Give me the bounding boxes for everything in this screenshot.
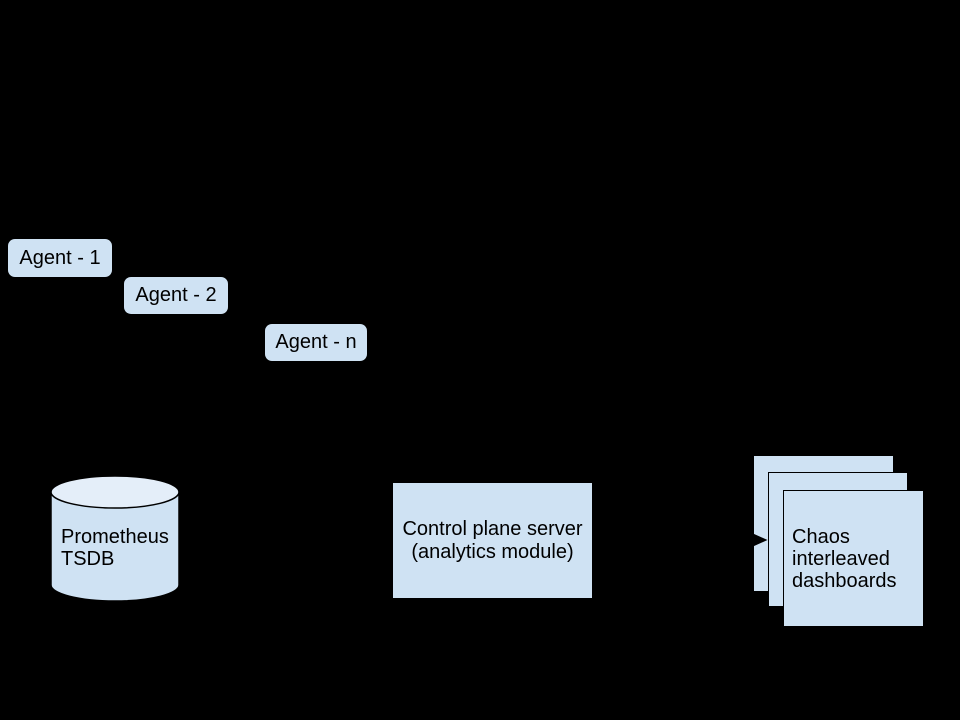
control-plane-label-line2: (analytics module) — [411, 540, 574, 563]
agent-node-n: Agent - n — [265, 324, 367, 361]
agent-node-2: Agent - 2 — [124, 277, 228, 314]
dashboard-card-front: Chaos interleaved dashboards — [783, 490, 924, 627]
dashboards-label-line1: Chaos — [792, 525, 850, 548]
arrow-head — [753, 533, 768, 547]
control-plane-label-line1: Control plane server — [402, 517, 583, 540]
agent-node-1: Agent - 1 — [8, 239, 112, 277]
agent-1-label: Agent - 1 — [19, 246, 101, 269]
arrow-control-to-dashboards — [592, 533, 768, 547]
prometheus-tsdb-label-line1: Prometheus — [61, 526, 169, 548]
dashboards-label-line2: interleaved — [792, 547, 890, 570]
control-plane-node: Control plane server (analytics module) — [393, 483, 592, 598]
agent-2-label: Agent - 2 — [135, 284, 217, 306]
cylinder-body — [50, 492, 180, 602]
agent-n-label: Agent - n — [275, 331, 357, 353]
dashboards-label-line3: dashboards — [792, 569, 897, 592]
dashboards-label: Chaos interleaved dashboards — [784, 526, 897, 592]
database-cylinder-icon — [50, 475, 180, 602]
prometheus-tsdb-node: Prometheus TSDB — [48, 475, 182, 605]
cylinder-top — [50, 475, 180, 509]
prometheus-tsdb-label: Prometheus TSDB — [61, 526, 176, 570]
prometheus-tsdb-label-line2: TSDB — [61, 548, 115, 570]
